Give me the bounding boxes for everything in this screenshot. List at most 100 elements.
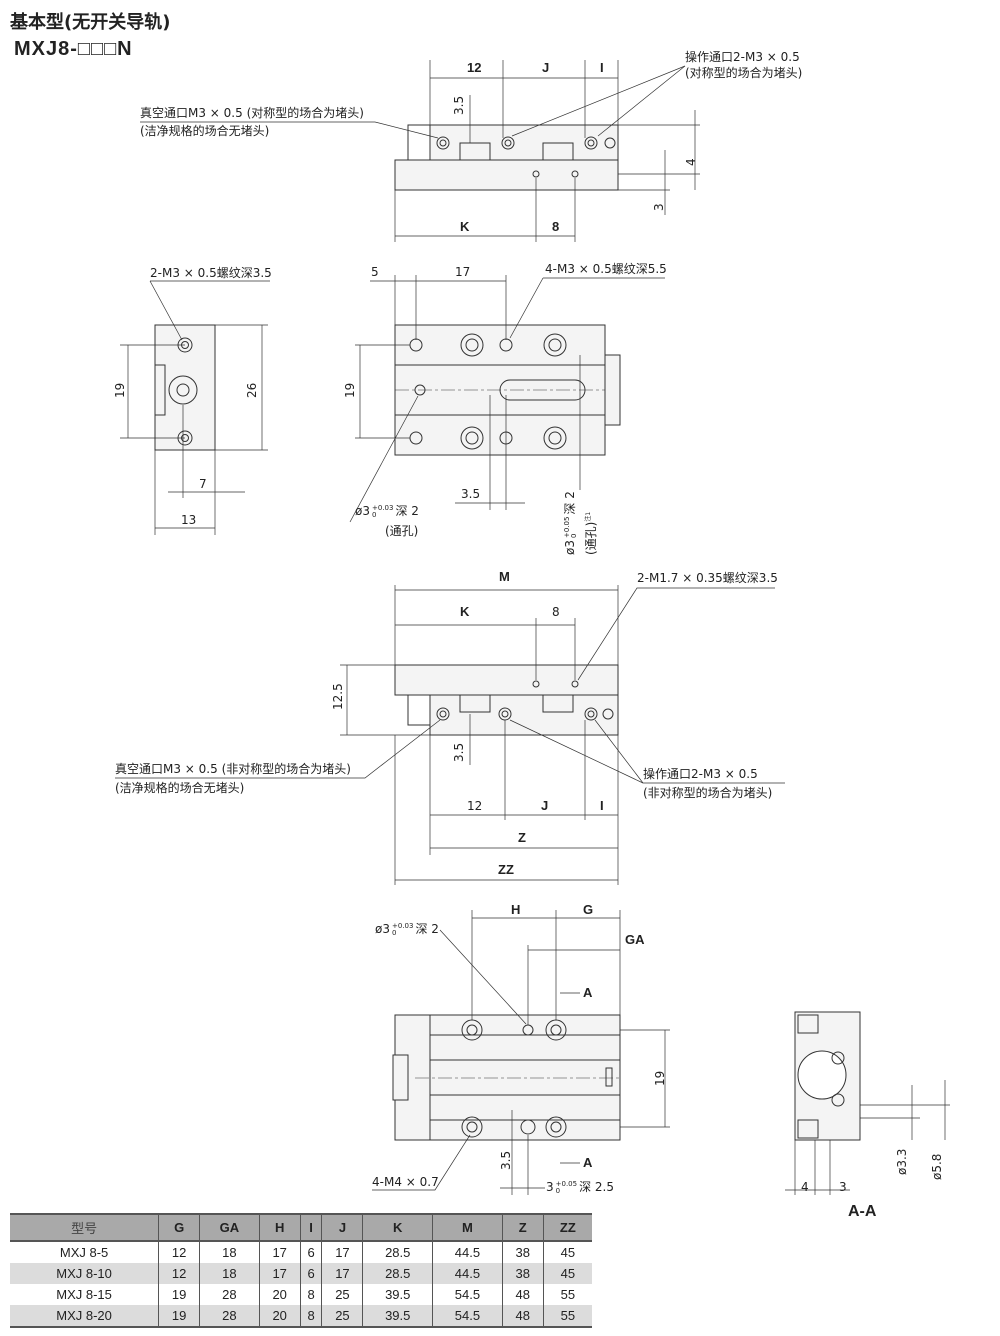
front-view xyxy=(115,585,785,885)
side-view xyxy=(120,280,270,535)
plan-dim-5: 5 xyxy=(371,265,379,279)
plan-dim-3-5: 3.5 xyxy=(461,487,481,501)
cell-value: 20 xyxy=(258,1284,301,1305)
side-dim-26: 26 xyxy=(245,382,259,398)
side-dim-13: 13 xyxy=(181,513,197,527)
cell-value: 28.5 xyxy=(362,1241,433,1263)
front-dim-m: M xyxy=(499,569,510,584)
cell-value: 28 xyxy=(199,1305,260,1328)
col-i: I xyxy=(299,1213,322,1242)
cell-value: 19 xyxy=(158,1305,200,1328)
cell-value: 25 xyxy=(321,1305,363,1328)
bottom-thread-note: 4-M4 × 0.7 xyxy=(372,1175,439,1189)
dim-j: J xyxy=(542,60,550,75)
vacuum-note-line2: (洁净规格的场合无堵头) xyxy=(140,124,270,138)
bottom-view xyxy=(372,910,670,1195)
cell-model: MXJ 8-10 xyxy=(10,1263,159,1284)
section-dim-3: 3 xyxy=(839,1180,847,1194)
plan-view xyxy=(349,275,665,523)
dim-3-5: 3.5 xyxy=(452,95,466,115)
cell-value: 39.5 xyxy=(362,1284,433,1305)
front-vacuum-note-line2: (洁净规格的场合无堵头) xyxy=(115,781,245,795)
bottom-dim-3-5: 3.5 xyxy=(499,1150,513,1170)
plan-thread-note: 4-M3 × 0.5螺纹深5.5 xyxy=(545,262,667,276)
cell-value: 38 xyxy=(501,1241,544,1263)
cell-value: 45 xyxy=(542,1263,592,1284)
cell-model: MXJ 8-5 xyxy=(59,1245,109,1260)
plan-hole1-note: (通孔) xyxy=(385,524,419,538)
front-dim-j: J xyxy=(541,798,549,813)
cell-value: 17 xyxy=(258,1241,301,1263)
col-m: M xyxy=(432,1213,503,1242)
top-view xyxy=(140,60,700,242)
page-title: 基本型(无开关导轨) xyxy=(10,12,171,33)
cell-value: 55 xyxy=(542,1284,592,1305)
cell-value: 6 xyxy=(299,1241,322,1263)
cell-value: 8 xyxy=(299,1305,322,1328)
cell-value: 6 xyxy=(299,1263,322,1284)
front-dim-12-5: 12.5 xyxy=(331,683,345,710)
model-code: MXJ8-□□□N xyxy=(14,38,133,60)
front-thread-note: 2-M1.7 × 0.35螺纹深3.5 xyxy=(637,571,778,585)
cell-value: 39.5 xyxy=(362,1305,433,1328)
dim-3: 3 xyxy=(652,203,666,211)
dim-12: 12 xyxy=(467,60,482,75)
cell-value: 17 xyxy=(258,1263,301,1284)
front-port-note-line1: 操作通口2-M3 × 0.5 xyxy=(643,767,758,781)
section-mark-a-top: A xyxy=(583,985,593,1000)
dim-k: K xyxy=(460,219,470,234)
cell-value: 18 xyxy=(199,1263,260,1284)
cell-value: 55 xyxy=(542,1305,592,1328)
cell-value: 44.5 xyxy=(432,1241,503,1263)
cell-value: 25 xyxy=(321,1284,363,1305)
port-note-line2: (对称型的场合为堵头) xyxy=(685,66,803,80)
side-thread-note: 2-M3 × 0.5螺纹深3.5 xyxy=(150,266,272,280)
cell-value: 17 xyxy=(321,1241,363,1263)
cell-value: 18 xyxy=(199,1241,260,1263)
front-port-note-line2: (非对称型的场合为堵头) xyxy=(643,786,773,800)
front-dim-z: Z xyxy=(518,830,526,845)
front-dim-i: I xyxy=(600,798,604,813)
cell-value: 54.5 xyxy=(432,1284,503,1305)
cell-value: 28.5 xyxy=(362,1263,433,1284)
cell-value: 12 xyxy=(158,1241,200,1263)
plan-hole2-note: (通孔)注1 xyxy=(584,511,598,555)
table-header-row: 型号 G GA H I J K M Z ZZ xyxy=(10,1213,592,1242)
col-ga: GA xyxy=(199,1213,260,1242)
vacuum-note-line1: 真空通口M3 × 0.5 (对称型的场合为堵头) xyxy=(140,106,364,120)
front-vacuum-note-line1: 真空通口M3 × 0.5 (非对称型的场合为堵头) xyxy=(115,762,351,776)
plan-dim-17: 17 xyxy=(455,265,471,279)
col-model: 型号 xyxy=(10,1213,159,1242)
cell-value: 12 xyxy=(158,1263,200,1284)
bottom-dim-g: G xyxy=(583,902,594,917)
col-h: H xyxy=(258,1213,301,1242)
section-dim-d5-8: ø5.8 xyxy=(930,1153,944,1180)
cell-value: 20 xyxy=(258,1305,301,1328)
dim-4: 4 xyxy=(684,158,698,166)
cell-model: MXJ 8-15 xyxy=(56,1287,112,1302)
cell-value: 45 xyxy=(542,1241,592,1263)
cell-value: 54.5 xyxy=(432,1305,503,1328)
bottom-dim-h: H xyxy=(511,902,521,917)
section-dim-4: 4 xyxy=(801,1180,809,1194)
section-view xyxy=(785,1011,950,1195)
section-dim-d3-3: ø3.3 xyxy=(895,1148,909,1175)
col-zz: ZZ xyxy=(542,1213,592,1242)
cell-value: 48 xyxy=(501,1284,544,1305)
front-dim-12: 12 xyxy=(467,799,483,813)
front-dim-3-5: 3.5 xyxy=(452,742,466,762)
dim-8: 8 xyxy=(552,219,560,234)
cell-value: 38 xyxy=(501,1263,544,1284)
col-g: G xyxy=(158,1213,200,1242)
cell-value: 28 xyxy=(199,1284,260,1305)
